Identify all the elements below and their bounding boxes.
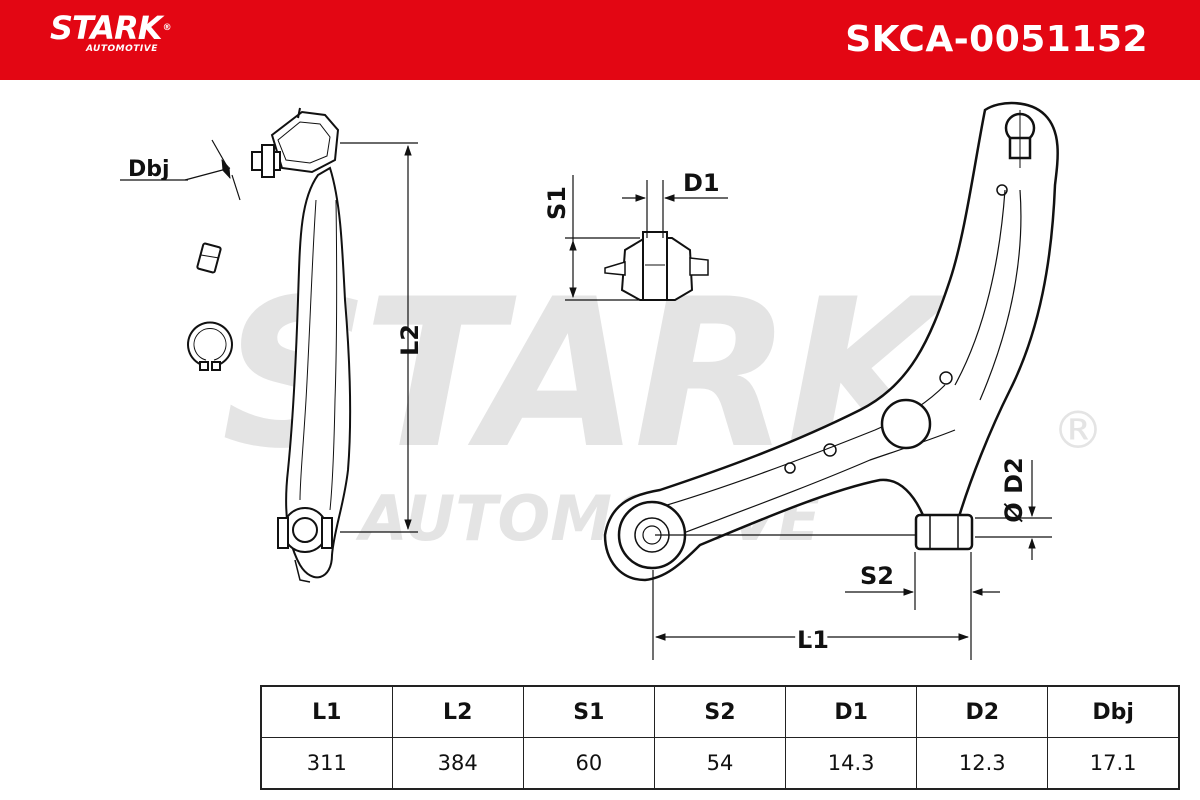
spec-value-l1: 311 bbox=[260, 737, 393, 790]
brand-logo: STARK® AUTOMOTIVE bbox=[50, 9, 172, 54]
small-nut-part bbox=[196, 242, 222, 274]
s2-dimension bbox=[845, 552, 1000, 660]
spec-header-s2: S2 bbox=[653, 685, 787, 738]
spec-value-d1: 14.3 bbox=[785, 737, 918, 790]
label-l1: L1 bbox=[797, 626, 829, 654]
spec-header-d2: D2 bbox=[916, 685, 1049, 738]
spec-header-l2: L2 bbox=[391, 685, 524, 738]
spec-value-s2: 54 bbox=[653, 737, 787, 790]
label-d2: Ø D2 bbox=[1000, 457, 1028, 522]
part-number: SKCA-0051152 bbox=[845, 19, 1148, 60]
watermark-reg: ® bbox=[1052, 401, 1104, 461]
spec-header-dbj: Dbj bbox=[1047, 685, 1180, 738]
brand-name: STARK bbox=[50, 9, 163, 47]
s1-d1-dimensions bbox=[565, 175, 728, 301]
spec-value-row: 311 384 60 54 14.3 12.3 17.1 bbox=[260, 737, 1180, 790]
label-d1: D1 bbox=[683, 169, 720, 197]
spec-value-s1: 60 bbox=[522, 737, 655, 790]
label-l2: L2 bbox=[396, 324, 424, 356]
label-dbj: Dbj bbox=[128, 157, 170, 182]
label-s2: S2 bbox=[860, 562, 894, 590]
spec-table: L1 L2 S1 S2 D1 D2 Dbj 311 384 60 54 14.3… bbox=[260, 685, 1180, 790]
spec-header-s1: S1 bbox=[522, 685, 655, 738]
header-bar: STARK® AUTOMOTIVE SKCA-0051152 bbox=[0, 0, 1200, 80]
dbj-dimension bbox=[120, 139, 241, 201]
spec-value-l2: 384 bbox=[391, 737, 524, 790]
technical-drawing: STARK ® AUTOMOTIVE Dbj bbox=[120, 101, 1104, 660]
bushing-detail bbox=[604, 231, 709, 301]
spec-header-l1: L1 bbox=[260, 685, 393, 738]
spec-header-row: L1 L2 S1 S2 D1 D2 Dbj bbox=[260, 685, 1180, 738]
side-view-arm bbox=[251, 107, 352, 583]
l1-dimension bbox=[652, 570, 970, 660]
control-arm-top-view bbox=[603, 101, 1059, 582]
spec-value-dbj: 17.1 bbox=[1047, 737, 1180, 790]
spec-header-d1: D1 bbox=[785, 685, 918, 738]
label-s1: S1 bbox=[543, 186, 571, 220]
l2-dimension bbox=[340, 142, 418, 533]
brand-subtitle: AUTOMOTIVE bbox=[86, 44, 158, 54]
d2-dimension bbox=[655, 460, 1052, 560]
spec-value-d2: 12.3 bbox=[916, 737, 1049, 790]
brand-reg-mark: ® bbox=[162, 23, 172, 33]
circlip-part bbox=[187, 321, 233, 371]
